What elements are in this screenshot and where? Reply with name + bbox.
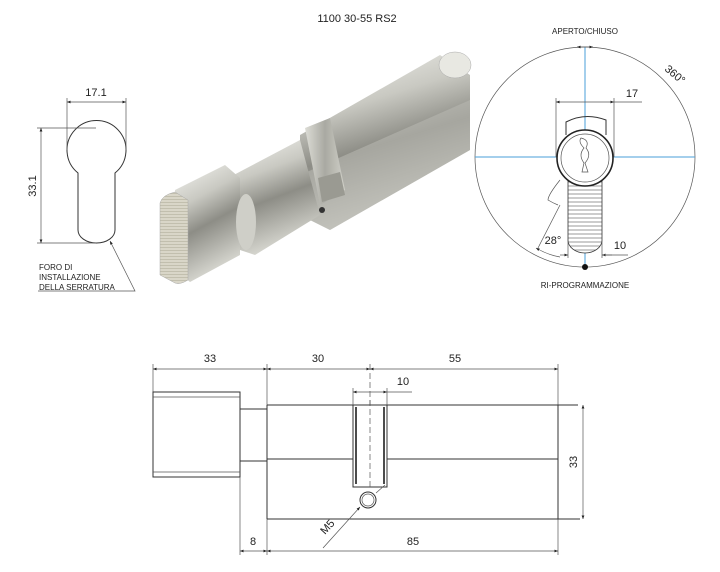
- knob-length-label: 33: [204, 353, 216, 365]
- neck-length-label: 8: [250, 536, 256, 548]
- profile-width-label: 17.1: [85, 87, 106, 99]
- drawing-title: 1100 30-55 RS2: [317, 13, 396, 25]
- right-length-label: 55: [449, 353, 461, 365]
- height-label: 33: [568, 456, 580, 468]
- screw-label: M5: [318, 518, 337, 537]
- body: [266, 404, 580, 520]
- left-length-label: 30: [312, 353, 324, 365]
- reprogramming-point: [582, 264, 588, 270]
- cam-width-label: 10: [397, 376, 409, 388]
- screw-hole: [359, 491, 377, 509]
- knob: [152, 391, 241, 478]
- angle-label: 28°: [545, 235, 562, 247]
- rotation-label: 360°: [662, 63, 687, 87]
- front-view: APERTO/CHIUSO RI-PROGRAMMAZIONE 360° 17 …: [474, 27, 696, 290]
- side-view: 33 30 55 10 M5 33 8 85: [152, 353, 585, 555]
- lever-width-label: 10: [614, 240, 626, 252]
- open-closed-label: APERTO/CHIUSO: [552, 27, 618, 36]
- body-length-label: 85: [407, 536, 419, 548]
- note-line-2: INSTALLAZIONE: [39, 273, 101, 282]
- reprogramming-label: RI-PROGRAMMAZIONE: [541, 281, 629, 290]
- keyhole-profile: [66, 120, 127, 244]
- profile-view: 17.1 33.1 FORO DI INSTALLAZIONE DELLA SE…: [27, 87, 136, 292]
- front-width-label: 17: [626, 88, 638, 100]
- cylinder-3d-render: [159, 51, 472, 284]
- note-line-3: DELLA SERRATURA: [39, 283, 116, 292]
- profile-height-label: 33.1: [27, 175, 39, 196]
- neck: [239, 408, 268, 462]
- note-line-1: FORO DI: [39, 263, 72, 272]
